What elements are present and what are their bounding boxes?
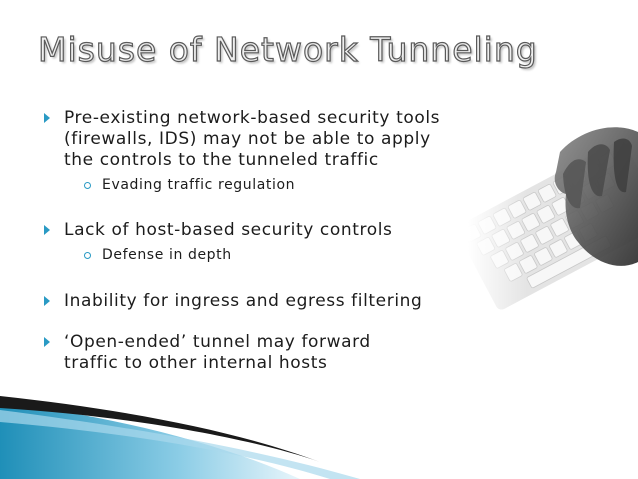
bullet-item: Pre-existing network-based security tool… <box>44 108 464 194</box>
sub-bullet-text: Evading traffic regulation <box>102 177 296 193</box>
bullet-text: Lack of host-based security controls <box>64 220 393 240</box>
sub-bullet-circle-icon <box>84 182 91 189</box>
bullet-arrow-icon <box>44 225 50 235</box>
bullet-arrow-icon <box>44 113 50 123</box>
bullet-arrow-icon <box>44 296 50 306</box>
sub-bullet-circle-icon <box>84 252 91 259</box>
bullet-item: Lack of host-based security controls Def… <box>44 220 464 264</box>
bullet-list: Pre-existing network-based security tool… <box>44 108 464 374</box>
bullet-item: ‘Open-ended’ tunnel may forward traffic … <box>44 332 464 374</box>
sub-bullet-item: Defense in depth <box>64 246 464 264</box>
sub-bullet-text: Defense in depth <box>102 247 232 263</box>
bullet-item: Inability for ingress and egress filteri… <box>44 291 464 312</box>
keyboard-hand-icon <box>468 112 638 322</box>
sub-bullet-item: Evading traffic regulation <box>64 176 464 194</box>
slide-title: Misuse of Network Tunneling <box>37 29 538 69</box>
decorative-wave <box>0 396 360 479</box>
bullet-arrow-icon <box>44 337 50 347</box>
bullet-text: Pre-existing network-based security tool… <box>64 108 441 170</box>
bullet-text: Inability for ingress and egress filteri… <box>64 291 423 311</box>
bullet-text: ‘Open-ended’ tunnel may forward traffic … <box>64 332 371 373</box>
